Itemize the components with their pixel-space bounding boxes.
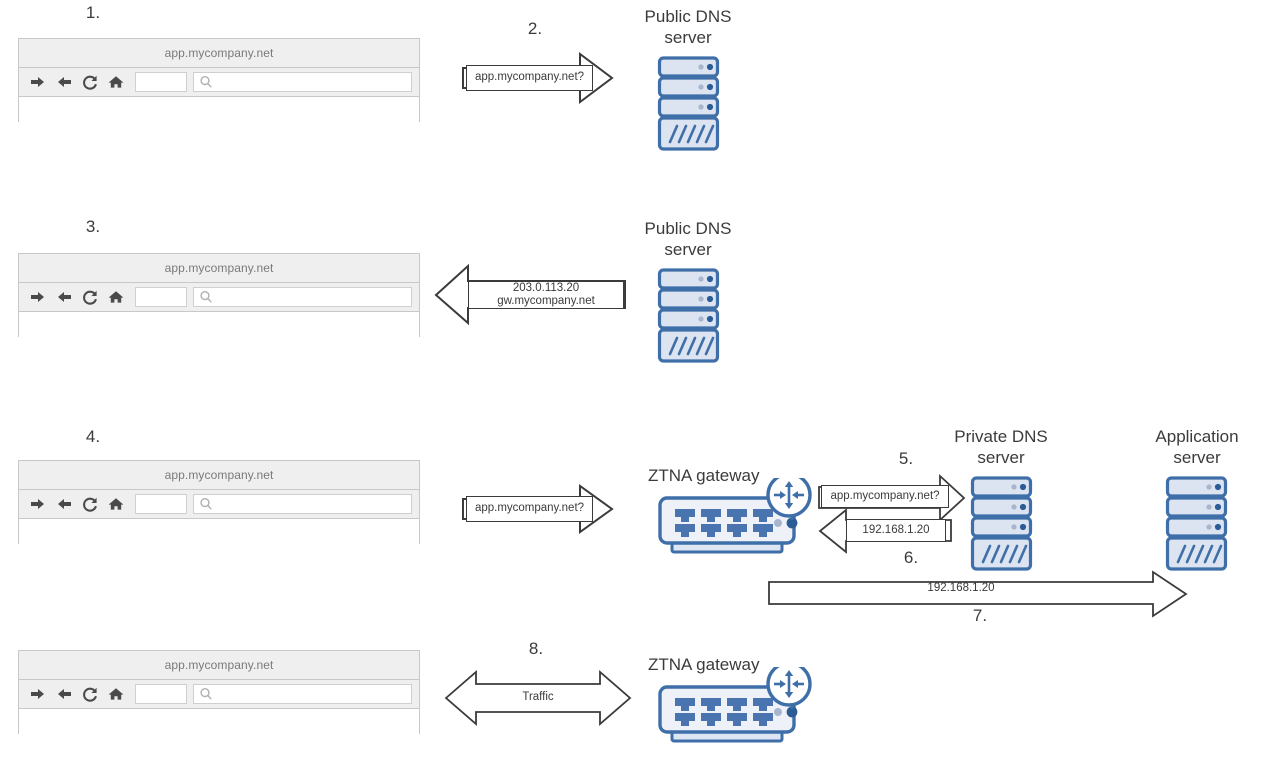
flow-label-3-line1: 203.0.113.20 [512, 281, 580, 294]
flow-label-6: 192.168.1.20 [846, 519, 946, 542]
browser-title-bar-4: app.mycompany.net [19, 651, 419, 680]
server-icon-private-dns [970, 476, 1034, 572]
back-arrow-icon[interactable] [25, 286, 51, 308]
back-arrow-icon[interactable] [25, 71, 51, 93]
browser-toolbar-2 [19, 283, 419, 312]
step-number-5: 5. [898, 449, 914, 468]
browser-url-title-4: app.mycompany.net [164, 658, 274, 672]
browser-title-bar-1: app.mycompany.net [19, 39, 419, 68]
browser-window-3[interactable]: app.mycompany.net [18, 460, 420, 545]
node-caption-ztna-gateway-2: ZTNA gateway [648, 655, 760, 674]
step-number-8: 8. [528, 639, 544, 658]
browser-title-bar-2: app.mycompany.net [19, 254, 419, 283]
flow-arrow-7 [768, 570, 1188, 618]
step-number-6: 6. [903, 548, 919, 567]
browser-toolbar-1 [19, 68, 419, 97]
browser-window-4[interactable]: app.mycompany.net [18, 650, 420, 735]
home-icon[interactable] [103, 71, 129, 93]
browser-viewport-1 [19, 97, 419, 123]
forward-arrow-icon[interactable] [51, 71, 77, 93]
step-number-3: 3. [85, 217, 101, 236]
node-caption-ztna-gateway-1: ZTNA gateway [648, 466, 760, 485]
node-caption-application-server: Application server [1155, 427, 1239, 468]
step-number-4: 4. [85, 427, 101, 446]
url-input-2[interactable] [135, 287, 187, 307]
home-icon[interactable] [103, 286, 129, 308]
forward-arrow-icon[interactable] [51, 286, 77, 308]
reload-icon[interactable] [77, 286, 103, 308]
search-icon [199, 497, 213, 511]
browser-toolbar-4 [19, 680, 419, 709]
step-number-7: 7. [972, 606, 988, 625]
browser-url-title-2: app.mycompany.net [164, 261, 274, 275]
url-input-1[interactable] [135, 72, 187, 92]
search-icon [199, 687, 213, 701]
search-icon [199, 75, 213, 89]
server-icon-public-dns-2 [657, 268, 721, 364]
url-input-3[interactable] [135, 494, 187, 514]
step-number-2: 2. [527, 19, 543, 38]
url-input-4[interactable] [135, 684, 187, 704]
node-caption-public-dns-2: Public DNS server [644, 219, 732, 260]
step-number-1: 1. [85, 3, 101, 22]
flow-label-7: 192.168.1.20 [927, 582, 995, 594]
reload-icon[interactable] [77, 71, 103, 93]
browser-url-title-1: app.mycompany.net [164, 46, 274, 60]
flow-label-5: app.mycompany.net? [821, 485, 949, 508]
flow-label-3: 203.0.113.20 gw.mycompany.net [468, 281, 624, 309]
reload-icon[interactable] [77, 683, 103, 705]
gateway-icon-ztna-1 [655, 478, 813, 564]
search-input-3[interactable] [193, 494, 412, 514]
forward-arrow-icon[interactable] [51, 493, 77, 515]
home-icon[interactable] [103, 683, 129, 705]
home-icon[interactable] [103, 493, 129, 515]
back-arrow-icon[interactable] [25, 683, 51, 705]
server-icon-application [1165, 476, 1229, 572]
search-input-2[interactable] [193, 287, 412, 307]
forward-arrow-icon[interactable] [51, 683, 77, 705]
browser-title-bar-3: app.mycompany.net [19, 461, 419, 490]
flow-label-2: app.mycompany.net? [466, 65, 593, 91]
browser-window-1[interactable]: app.mycompany.net [18, 38, 420, 123]
flow-label-4: app.mycompany.net? [466, 496, 593, 522]
gateway-icon-ztna-2 [655, 667, 813, 753]
browser-viewport-4 [19, 709, 419, 735]
node-caption-public-dns-1: Public DNS server [644, 7, 732, 48]
search-icon [199, 290, 213, 304]
reload-icon[interactable] [77, 493, 103, 515]
server-icon-public-dns-1 [657, 56, 721, 152]
browser-url-title-3: app.mycompany.net [164, 468, 274, 482]
search-input-4[interactable] [193, 684, 412, 704]
flow-label-8: Traffic [476, 691, 600, 703]
search-input-1[interactable] [193, 72, 412, 92]
back-arrow-icon[interactable] [25, 493, 51, 515]
browser-viewport-2 [19, 312, 419, 338]
browser-window-2[interactable]: app.mycompany.net [18, 253, 420, 338]
browser-toolbar-3 [19, 490, 419, 519]
node-caption-private-dns: Private DNS server [954, 427, 1048, 468]
flow-label-3-line2: gw.mycompany.net [497, 295, 595, 307]
browser-viewport-3 [19, 519, 419, 545]
